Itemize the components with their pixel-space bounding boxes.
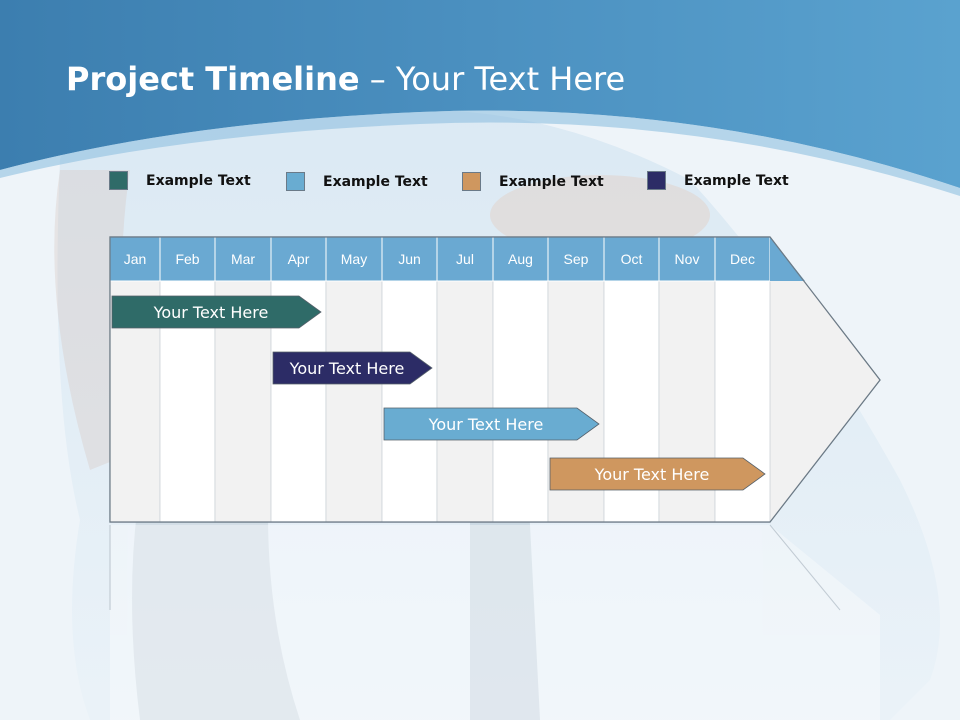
month-label-jan: Jan	[124, 251, 147, 267]
task-bar-label-4: Your Text Here	[594, 465, 710, 484]
month-label-sep: Sep	[564, 251, 589, 267]
month-header-may	[325, 236, 383, 282]
legend-label-1: Example Text	[146, 172, 251, 189]
task-bar-1: Your Text Here	[111, 295, 322, 329]
page-title: Project Timeline – Your Text Here	[66, 60, 625, 98]
legend-label-3: Example Text	[499, 173, 604, 190]
task-bar-shape-4	[549, 457, 766, 491]
legend-swatch-3	[462, 172, 481, 191]
timeline-arrow-head	[770, 281, 880, 522]
legend-item-3: Example Text	[462, 172, 604, 191]
month-label-apr: Apr	[288, 251, 310, 267]
legend-item-4: Example Text	[647, 171, 789, 190]
month-label-nov: Nov	[675, 251, 700, 267]
legend-item-1: Example Text	[109, 171, 251, 190]
month-label-feb: Feb	[175, 251, 199, 267]
month-header-mar	[214, 236, 272, 282]
month-column-jun	[381, 280, 438, 523]
month-header-jul	[436, 236, 494, 282]
task-bar-label-2: Your Text Here	[289, 359, 405, 378]
task-bar-shape-1	[111, 295, 322, 329]
month-label-may: May	[341, 251, 367, 267]
month-header-jun	[381, 236, 438, 282]
legend-label-4: Example Text	[684, 172, 789, 189]
month-header-apr	[270, 236, 327, 282]
task-bar-4: Your Text Here	[549, 457, 766, 491]
legend-swatch-1	[109, 171, 128, 190]
legend-label-2: Example Text	[323, 173, 428, 190]
timeline-reflection	[109, 524, 880, 720]
task-bar-2: Your Text Here	[272, 351, 433, 385]
title-rest: – Your Text Here	[359, 60, 626, 98]
month-label-jul: Jul	[456, 251, 474, 267]
title-bold: Project Timeline	[66, 60, 360, 98]
month-header-jan	[109, 236, 161, 282]
month-label-aug: Aug	[508, 251, 533, 267]
month-label-oct: Oct	[621, 251, 643, 267]
task-bar-shape-2	[272, 351, 433, 385]
task-bar-3: Your Text Here	[383, 407, 600, 441]
month-label-jun: Jun	[398, 251, 421, 267]
task-bar-label-3: Your Text Here	[428, 415, 544, 434]
timeline-arrow-outline	[109, 236, 881, 523]
legend-swatch-2	[286, 172, 305, 191]
month-column-may	[325, 280, 383, 523]
task-bar-label-1: Your Text Here	[153, 303, 269, 322]
task-bar-shape-3	[383, 407, 600, 441]
legend-item-2: Example Text	[286, 172, 428, 191]
legend-swatch-4	[647, 171, 666, 190]
month-label-dec: Dec	[730, 251, 755, 267]
month-label-mar: Mar	[231, 251, 255, 267]
month-column-jul	[436, 280, 494, 523]
month-column-aug	[492, 280, 549, 523]
month-header-nov	[658, 236, 716, 282]
